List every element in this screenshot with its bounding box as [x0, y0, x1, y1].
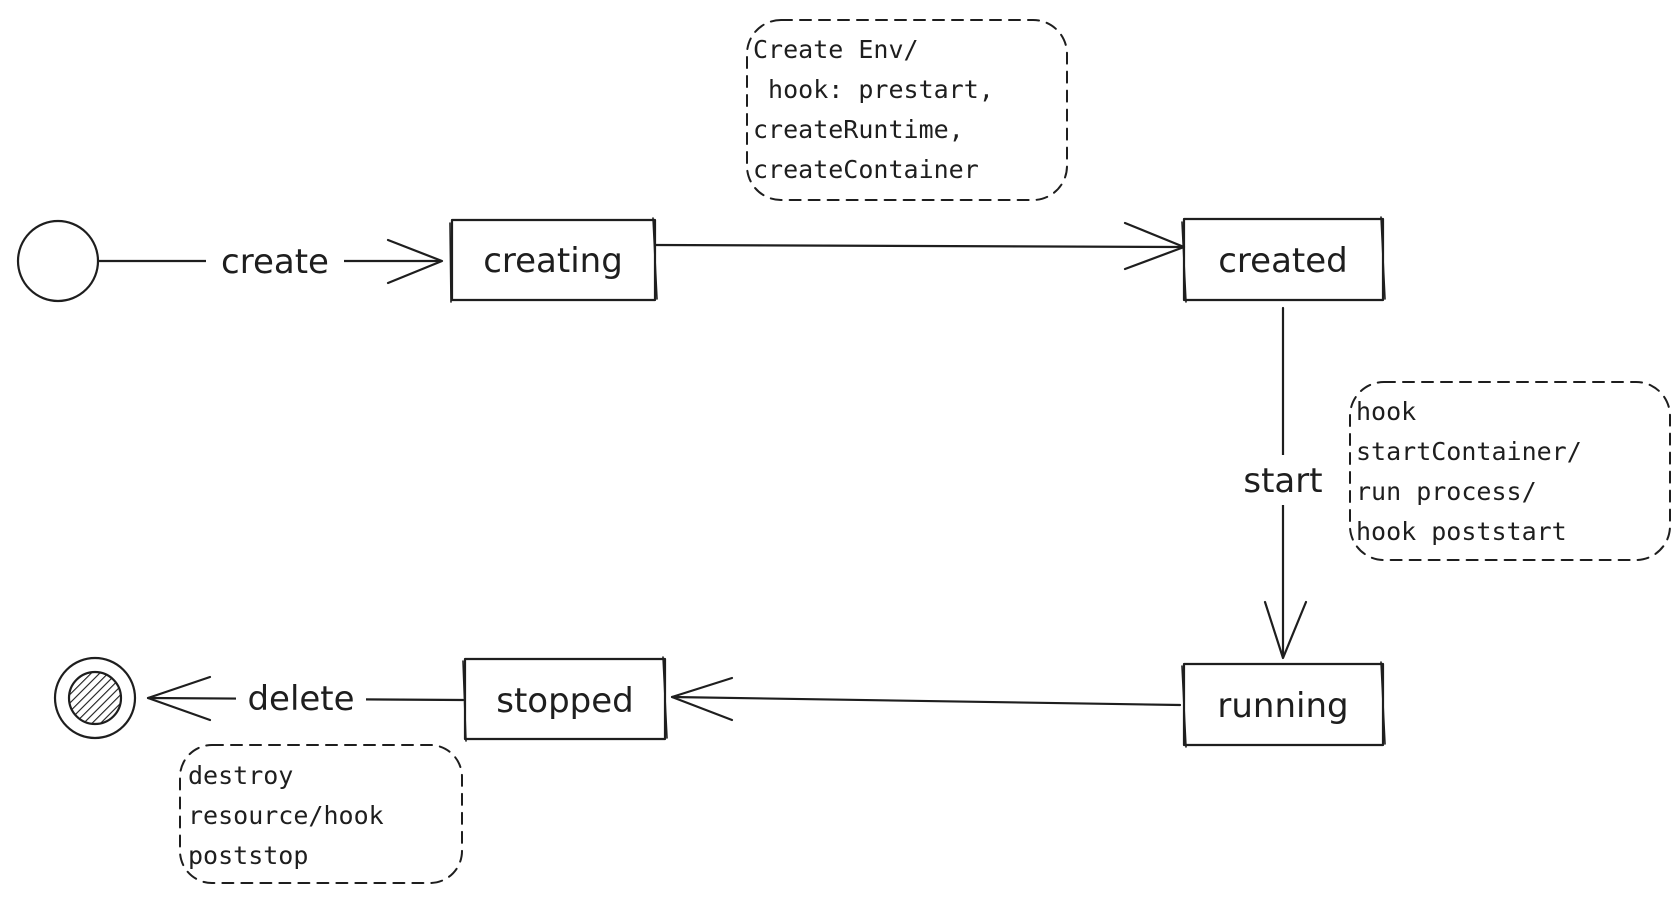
note-start: hook startContainer/ run process/ hook p…: [1349, 381, 1671, 561]
create-label: create: [221, 242, 329, 282]
state-running-label: running: [1217, 686, 1348, 726]
edge-running-to-stopped: [670, 676, 1182, 722]
state-created-label: created: [1218, 241, 1348, 281]
edge-create: create: [96, 238, 444, 285]
note-create-env-line-4: createContainer: [753, 155, 979, 184]
note-start-line-3: run process/: [1356, 477, 1537, 506]
note-delete-line-3: poststop: [188, 841, 308, 870]
initial-state: [16, 219, 100, 303]
start-label: start: [1243, 461, 1322, 501]
edge-start: start: [1224, 306, 1342, 660]
state-running: running: [1181, 661, 1386, 748]
note-start-line-2: startContainer/: [1356, 437, 1582, 466]
note-delete-line-1: destroy: [188, 761, 293, 790]
note-create-env-line-2: hook: prestart,: [753, 75, 994, 104]
note-create-env-line-3: createRuntime,: [753, 115, 964, 144]
edge-creating-to-created: [653, 221, 1186, 271]
state-stopped: stopped: [462, 656, 668, 742]
state-stopped-label: stopped: [496, 681, 634, 721]
note-start-line-1: hook: [1356, 397, 1416, 426]
edge-delete: delete: [146, 674, 465, 722]
note-start-line-4: hook poststart: [1356, 517, 1567, 546]
note-delete-line-2: resource/hook: [188, 801, 384, 830]
note-create-env: Create Env/ hook: prestart, createRuntim…: [746, 19, 1068, 201]
final-state: [53, 656, 137, 740]
note-create-env-line-1: Create Env/: [753, 35, 919, 64]
note-delete: destroy resource/hook poststop: [179, 744, 463, 884]
state-creating-label: creating: [483, 241, 623, 281]
state-creating: creating: [449, 217, 658, 303]
state-created: created: [1181, 216, 1386, 303]
delete-label: delete: [247, 679, 354, 719]
